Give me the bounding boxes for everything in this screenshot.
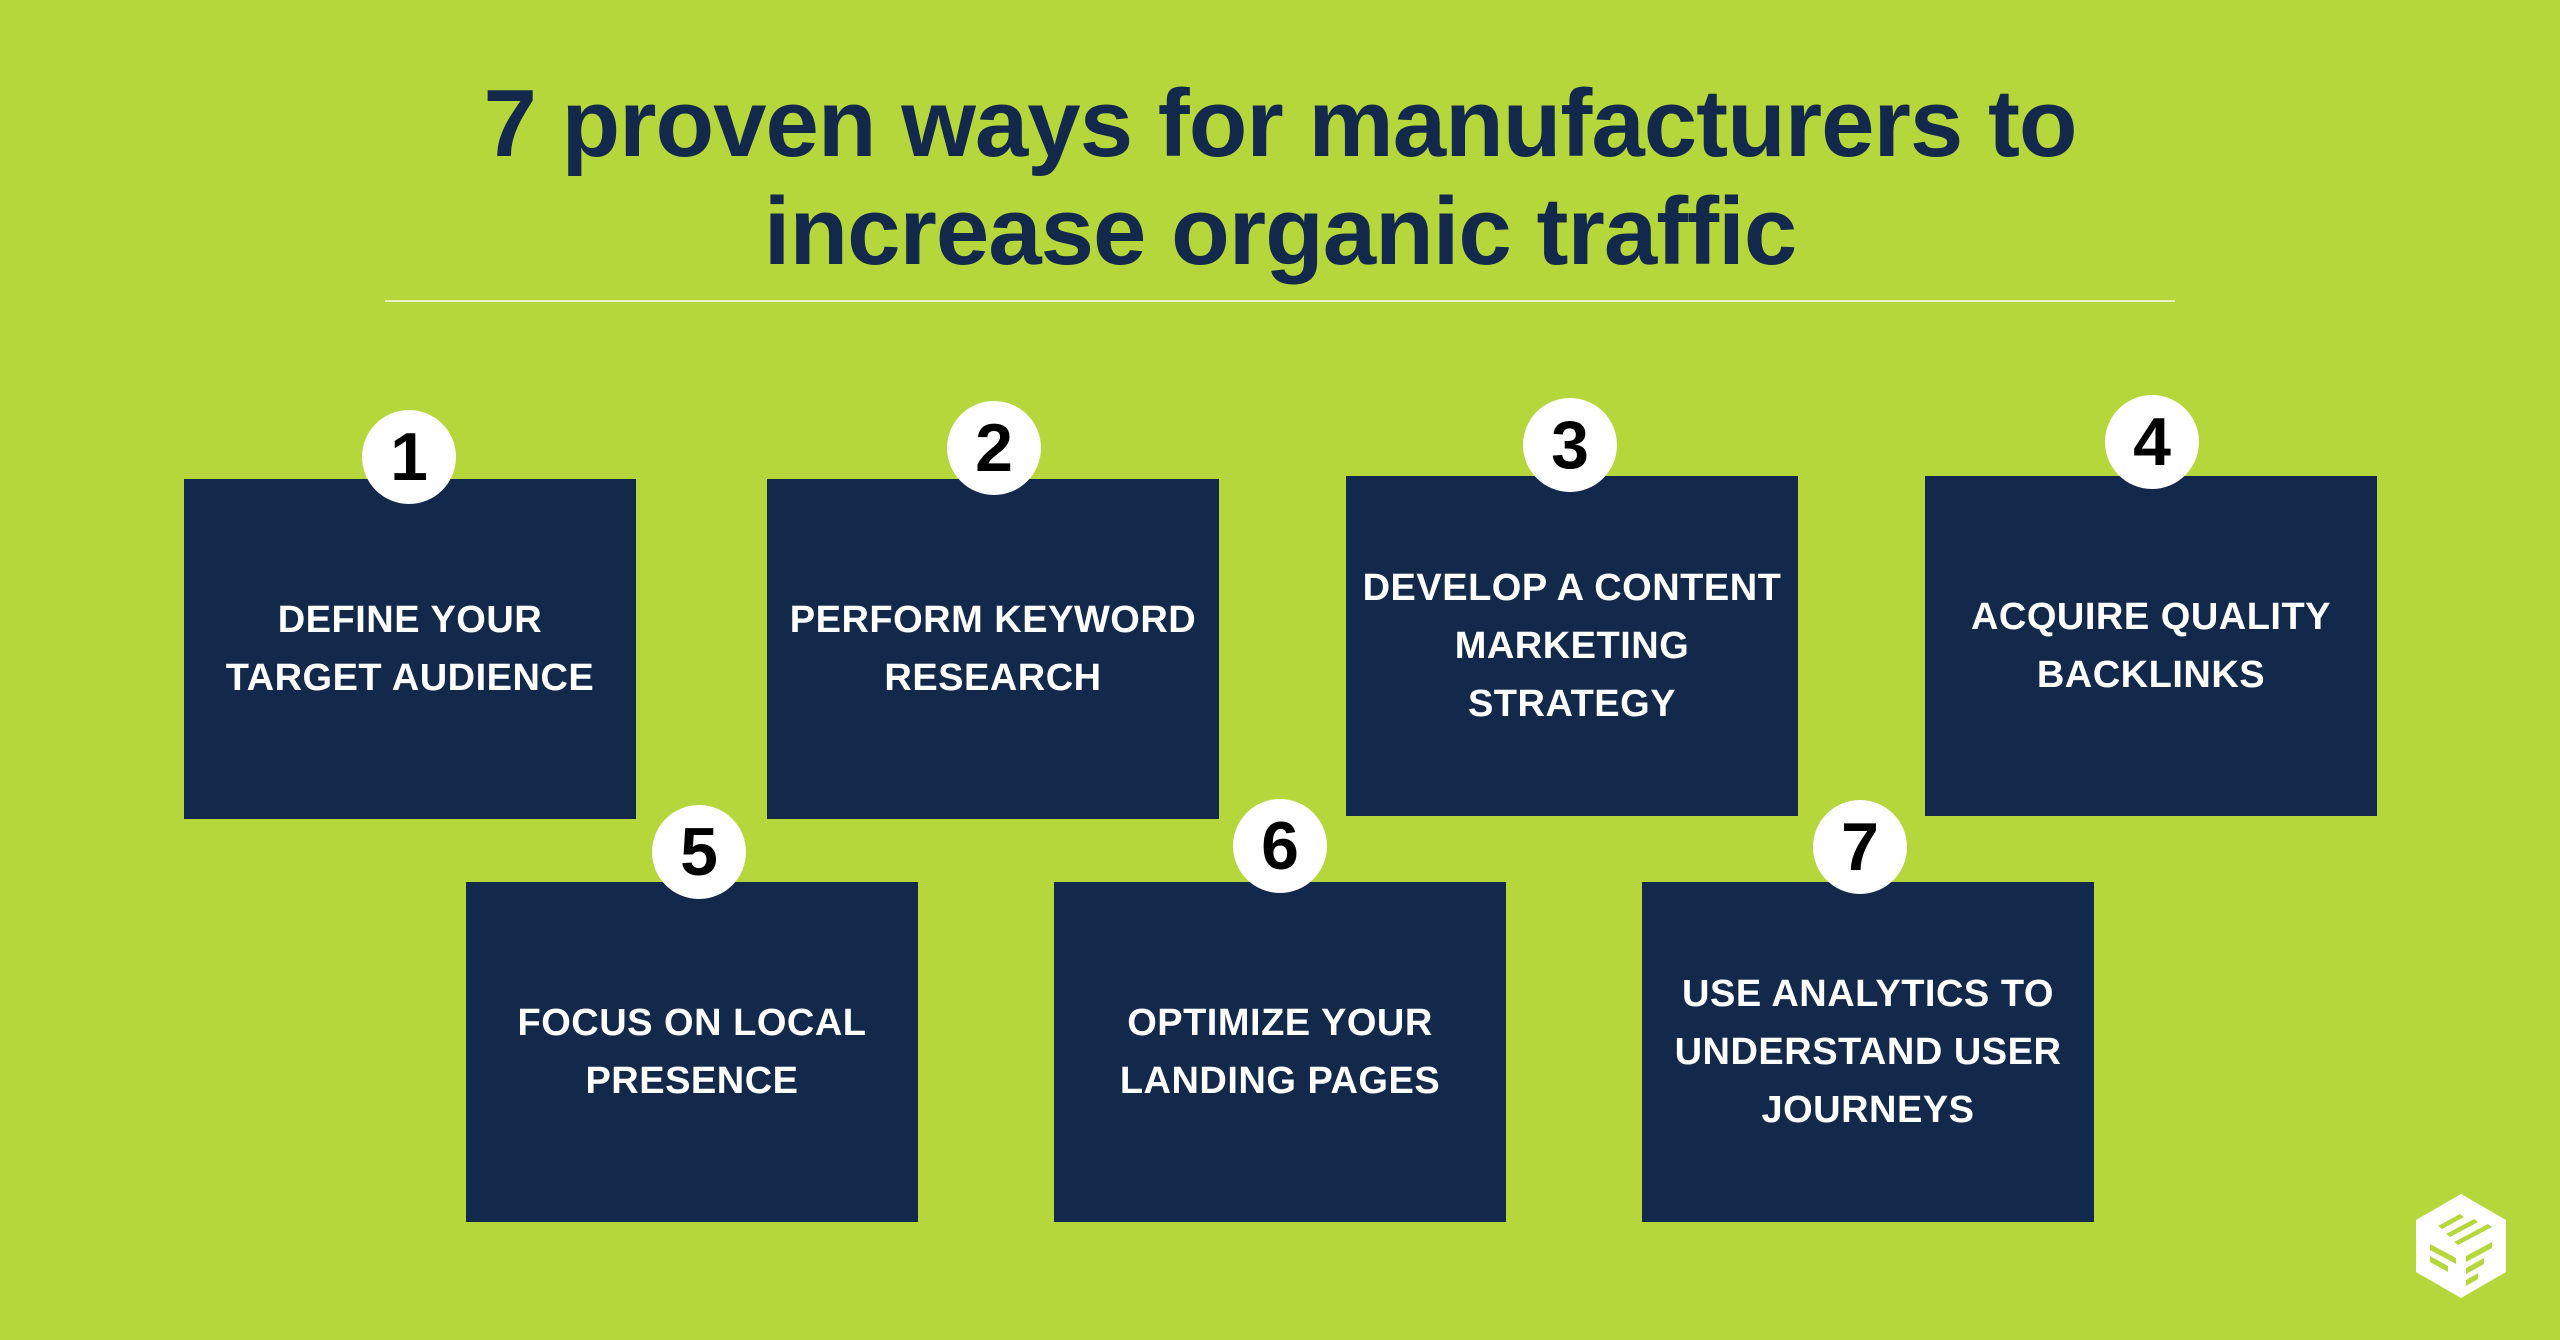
step-card-3: DEVELOP A CONTENT MARKETING STRATEGY [1346, 476, 1798, 816]
step-label-3: DEVELOP A CONTENT MARKETING STRATEGY [1362, 567, 1782, 725]
step-card-5: FOCUS ON LOCAL PRESENCE [466, 882, 918, 1222]
page-title: 7 proven ways for manufacturers to incre… [0, 70, 2560, 286]
step-label-2: PERFORM KEYWORD RESEARCH [789, 599, 1197, 699]
title-divider [385, 300, 2175, 302]
step-card-2: PERFORM KEYWORD RESEARCH [767, 479, 1219, 819]
step-number-badge-4: 4 [2105, 395, 2199, 489]
title-line-1: 7 proven ways for manufacturers to [483, 70, 2077, 177]
step-number-badge-7: 7 [1813, 800, 1907, 894]
step-card-1: DEFINE YOUR TARGET AUDIENCE [184, 479, 636, 819]
step-label-4: ACQUIRE QUALITY BACKLINKS [1970, 596, 2332, 696]
step-number-badge-2: 2 [947, 401, 1041, 495]
step-label-1: DEFINE YOUR TARGET AUDIENCE [225, 599, 595, 699]
brand-cube-logo-icon [2412, 1190, 2510, 1302]
step-label-7: USE ANALYTICS TO UNDERSTAND USER JOURNEY… [1674, 973, 2062, 1131]
step-number-badge-5: 5 [652, 805, 746, 899]
title-line-2: increase organic traffic [763, 178, 1797, 285]
step-number-badge-6: 6 [1233, 799, 1327, 893]
step-card-7: USE ANALYTICS TO UNDERSTAND USER JOURNEY… [1642, 882, 2094, 1222]
step-number-badge-1: 1 [362, 410, 456, 504]
step-label-6: OPTIMIZE YOUR LANDING PAGES [1119, 1002, 1441, 1102]
step-card-6: OPTIMIZE YOUR LANDING PAGES [1054, 882, 1506, 1222]
step-number-badge-3: 3 [1523, 398, 1617, 492]
step-card-4: ACQUIRE QUALITY BACKLINKS [1925, 476, 2377, 816]
step-label-5: FOCUS ON LOCAL PRESENCE [517, 1002, 867, 1102]
